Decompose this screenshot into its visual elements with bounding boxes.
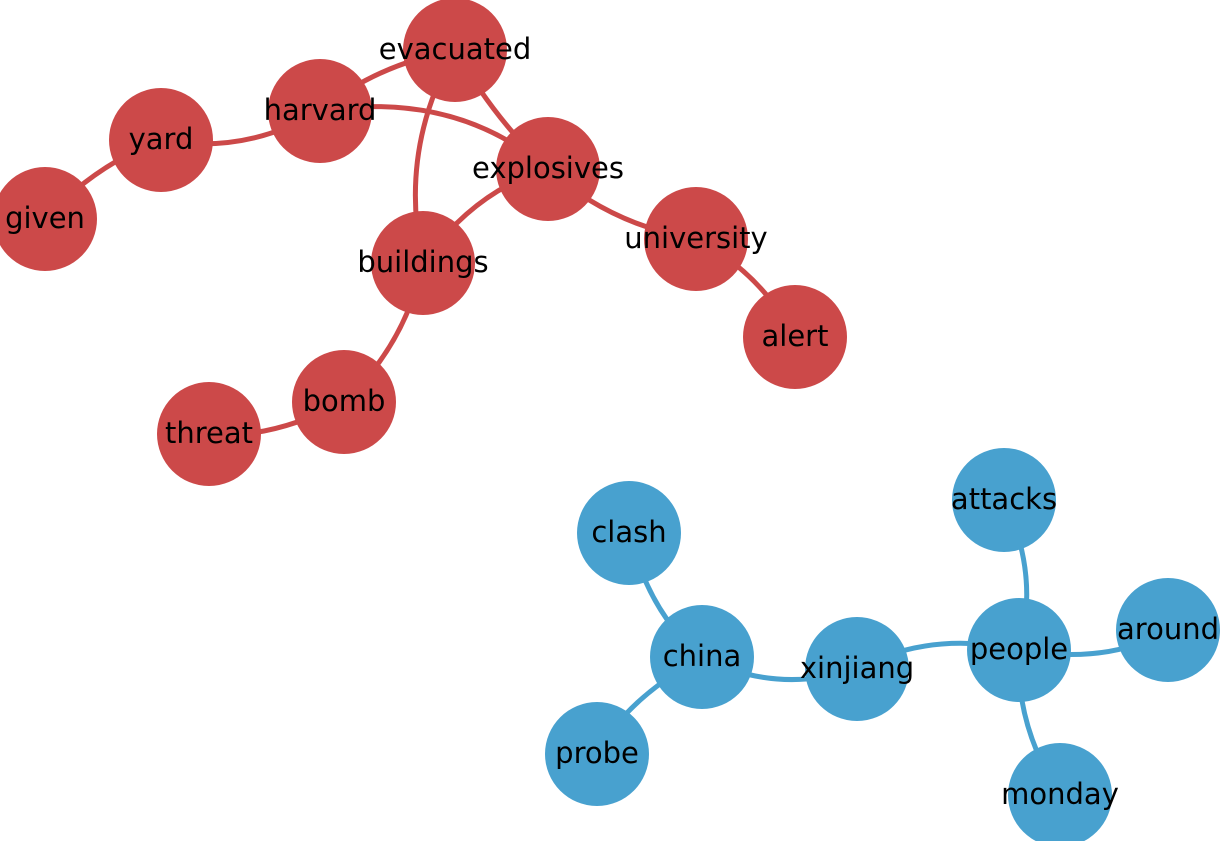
node-label-given: given (5, 201, 85, 235)
node-label-xinjiang: xinjiang (800, 651, 914, 685)
node-label-china: china (663, 639, 742, 673)
node-circle-attacks (952, 448, 1056, 552)
node-circle-given (0, 167, 97, 271)
node-around: around (1116, 578, 1220, 682)
node-label-harvard: harvard (264, 93, 377, 127)
node-circle-around (1116, 578, 1220, 682)
node-circle-people (967, 598, 1071, 702)
node-label-clash: clash (591, 515, 666, 549)
node-circle-harvard (268, 59, 372, 163)
node-circle-xinjiang (805, 617, 909, 721)
node-circle-bomb (292, 350, 396, 454)
node-circle-clash (577, 481, 681, 585)
node-label-around: around (1117, 612, 1219, 646)
node-circle-monday (1008, 743, 1112, 841)
node-circle-china (650, 605, 754, 709)
node-people: people (967, 598, 1071, 702)
node-circle-university (644, 187, 748, 291)
node-circle-threat (157, 382, 261, 486)
node-label-university: university (624, 221, 767, 255)
node-label-probe: probe (555, 736, 639, 770)
node-explosives: explosives (472, 117, 624, 221)
node-xinjiang: xinjiang (800, 617, 914, 721)
node-china: china (650, 605, 754, 709)
node-probe: probe (545, 702, 649, 806)
node-evacuated: evacuated (379, 0, 532, 102)
node-clash: clash (577, 481, 681, 585)
node-circle-buildings (371, 211, 475, 315)
node-alert: alert (743, 285, 847, 389)
node-yard: yard (109, 88, 213, 192)
node-monday: monday (1001, 743, 1119, 841)
node-circle-alert (743, 285, 847, 389)
node-circle-evacuated (403, 0, 507, 102)
node-label-people: people (970, 632, 1068, 666)
node-label-yard: yard (129, 122, 194, 156)
node-circle-explosives (496, 117, 600, 221)
node-university: university (624, 187, 768, 291)
node-label-threat: threat (165, 416, 253, 450)
node-label-monday: monday (1001, 777, 1119, 811)
node-circle-probe (545, 702, 649, 806)
node-attacks: attacks (951, 448, 1057, 552)
node-label-evacuated: evacuated (379, 32, 532, 66)
node-label-bomb: bomb (303, 384, 386, 418)
node-label-explosives: explosives (472, 151, 624, 185)
node-harvard: harvard (264, 59, 377, 163)
node-given: given (0, 167, 97, 271)
node-threat: threat (157, 382, 261, 486)
node-label-buildings: buildings (357, 245, 488, 279)
node-bomb: bomb (292, 350, 396, 454)
node-buildings: buildings (357, 211, 489, 315)
node-label-alert: alert (762, 319, 829, 353)
node-label-attacks: attacks (951, 482, 1057, 516)
node-circle-yard (109, 88, 213, 192)
